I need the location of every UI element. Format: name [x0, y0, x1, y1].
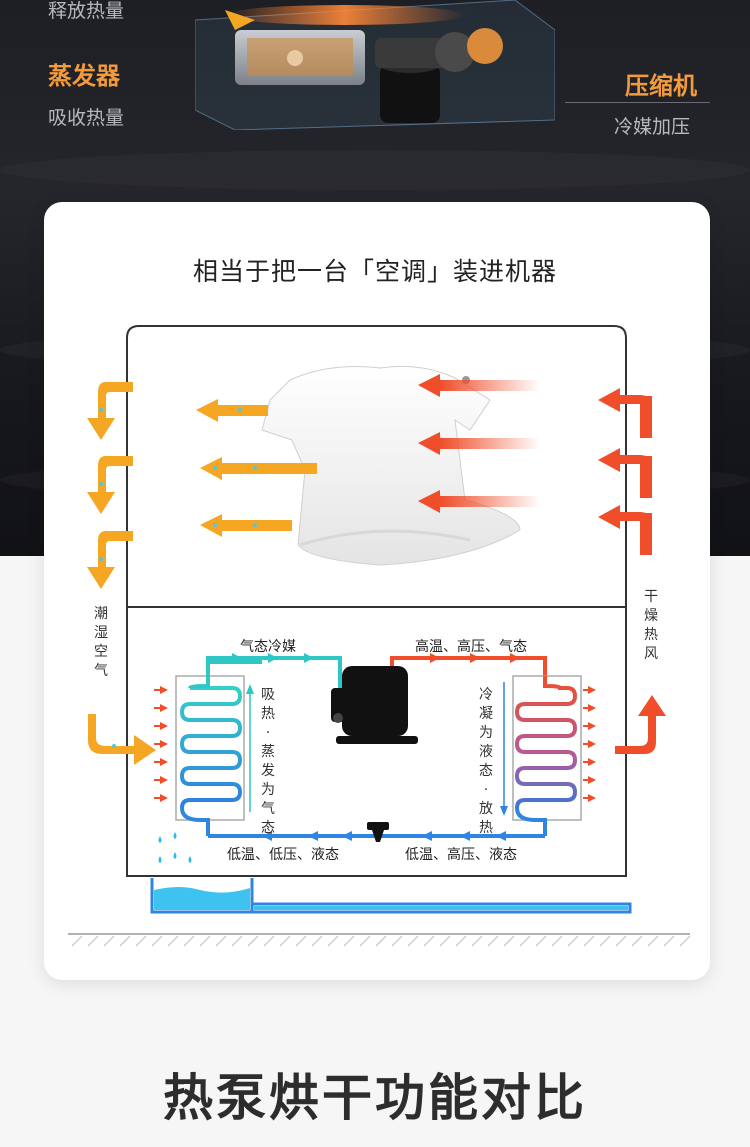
diagram-card-title: 相当于把一台「空调」装进机器 [192, 257, 557, 286]
high-temp-pressure-gas-label: 高温、高压、气态 [415, 639, 527, 655]
condenser-coil [514, 676, 578, 809]
hot-air-streaks [418, 374, 540, 513]
evaporator-label: 蒸发器 [48, 62, 120, 90]
heat-pump-machine-illustration [195, 0, 555, 130]
machine-outline [126, 325, 627, 877]
release-heat-label: 释放热量 [48, 0, 125, 22]
evaporator-heat-in-arrows [154, 686, 168, 802]
hot-air-arrows [598, 388, 666, 754]
humid-air-arrows [87, 382, 156, 765]
water-droplets [158, 832, 192, 863]
compress-refrigerant-label: 冷媒加压 [614, 116, 691, 138]
condenser-heat-out-arrows [583, 686, 596, 802]
hot-gas-line [390, 656, 547, 676]
absorb-heat-label: 吸收热量 [48, 107, 125, 129]
expansion-valve-icon [367, 822, 389, 842]
drain-pipe [252, 902, 632, 914]
condense-release-label: 冷凝为液态·放热 [479, 687, 493, 836]
absorb-evaporate-label: 吸热·蒸发为气态 [261, 687, 275, 836]
gas-refrigerant-label: 气态冷媒 [240, 639, 296, 655]
water-tank [150, 878, 254, 914]
heat-pump-diagram-card [44, 202, 710, 980]
compressor-icon [331, 666, 418, 744]
compressor-divider [565, 102, 710, 103]
evaporator-coil [179, 686, 243, 809]
dry-hot-air-label: 干燥热风 [644, 589, 658, 662]
compressor-label: 压缩机 [625, 72, 697, 100]
comparison-section-title: 热泵烘干功能对比 [163, 1069, 587, 1127]
wet-shirt-illustration [261, 365, 521, 566]
humid-air-label: 潮湿空气 [94, 606, 108, 679]
moist-air-streaks [196, 399, 317, 537]
low-temp-high-pressure-liquid-label: 低温、高压、液态 [405, 847, 517, 863]
low-temp-pressure-liquid-label: 低温、低压、液态 [227, 847, 339, 863]
